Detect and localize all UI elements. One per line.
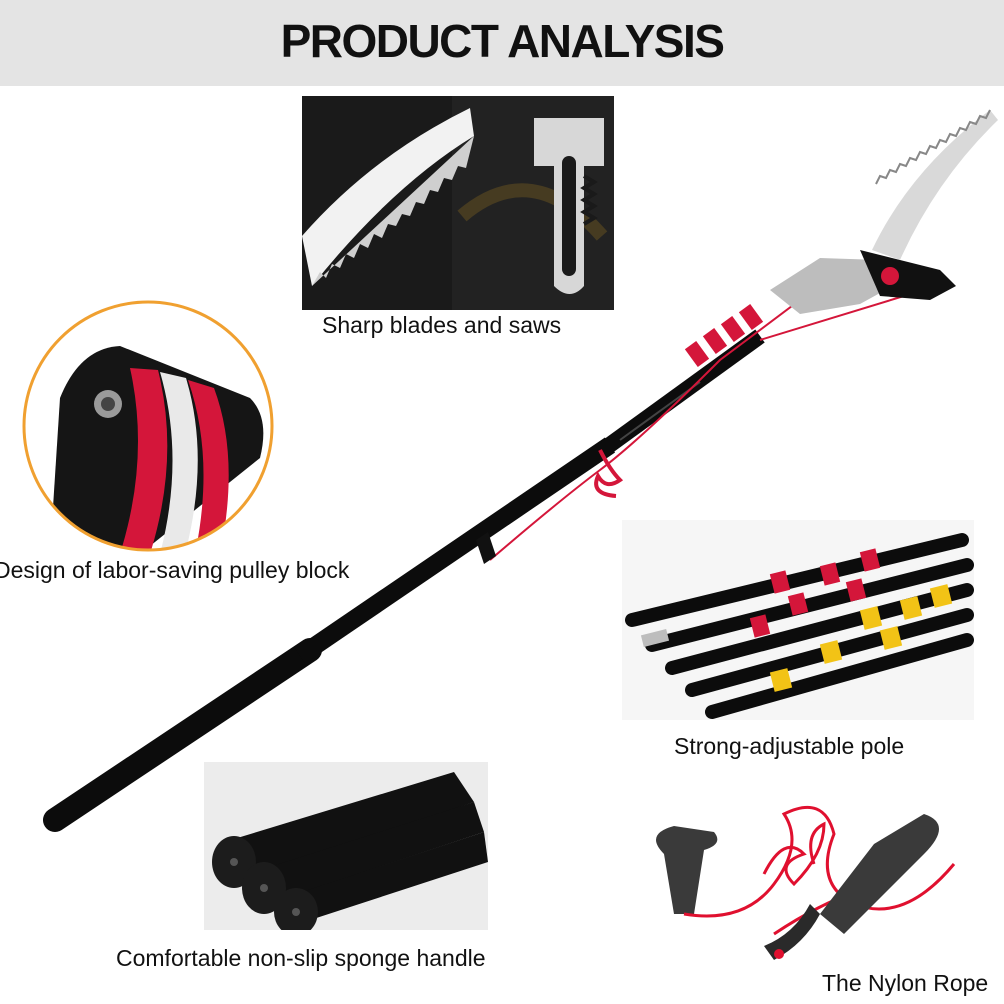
sponge-handle-image — [204, 762, 488, 930]
caption-handle: Comfortable non-slip sponge handle — [116, 945, 486, 971]
caption-rope: The Nylon Rope — [822, 970, 989, 996]
header-banner: PRODUCT ANALYSIS — [0, 0, 1004, 86]
blade-closeup-image — [302, 96, 614, 310]
caption-blades: Sharp blades and saws — [322, 312, 562, 338]
caption-pole: Strong-adjustable pole — [674, 733, 905, 759]
pulley-closeup-image — [20, 298, 276, 554]
nylon-rope-image — [624, 774, 1004, 970]
pole-sections-image — [622, 520, 974, 720]
caption-pulley: Design of labor-saving pulley block — [0, 557, 350, 583]
page-title: PRODUCT ANALYSIS — [280, 15, 725, 67]
